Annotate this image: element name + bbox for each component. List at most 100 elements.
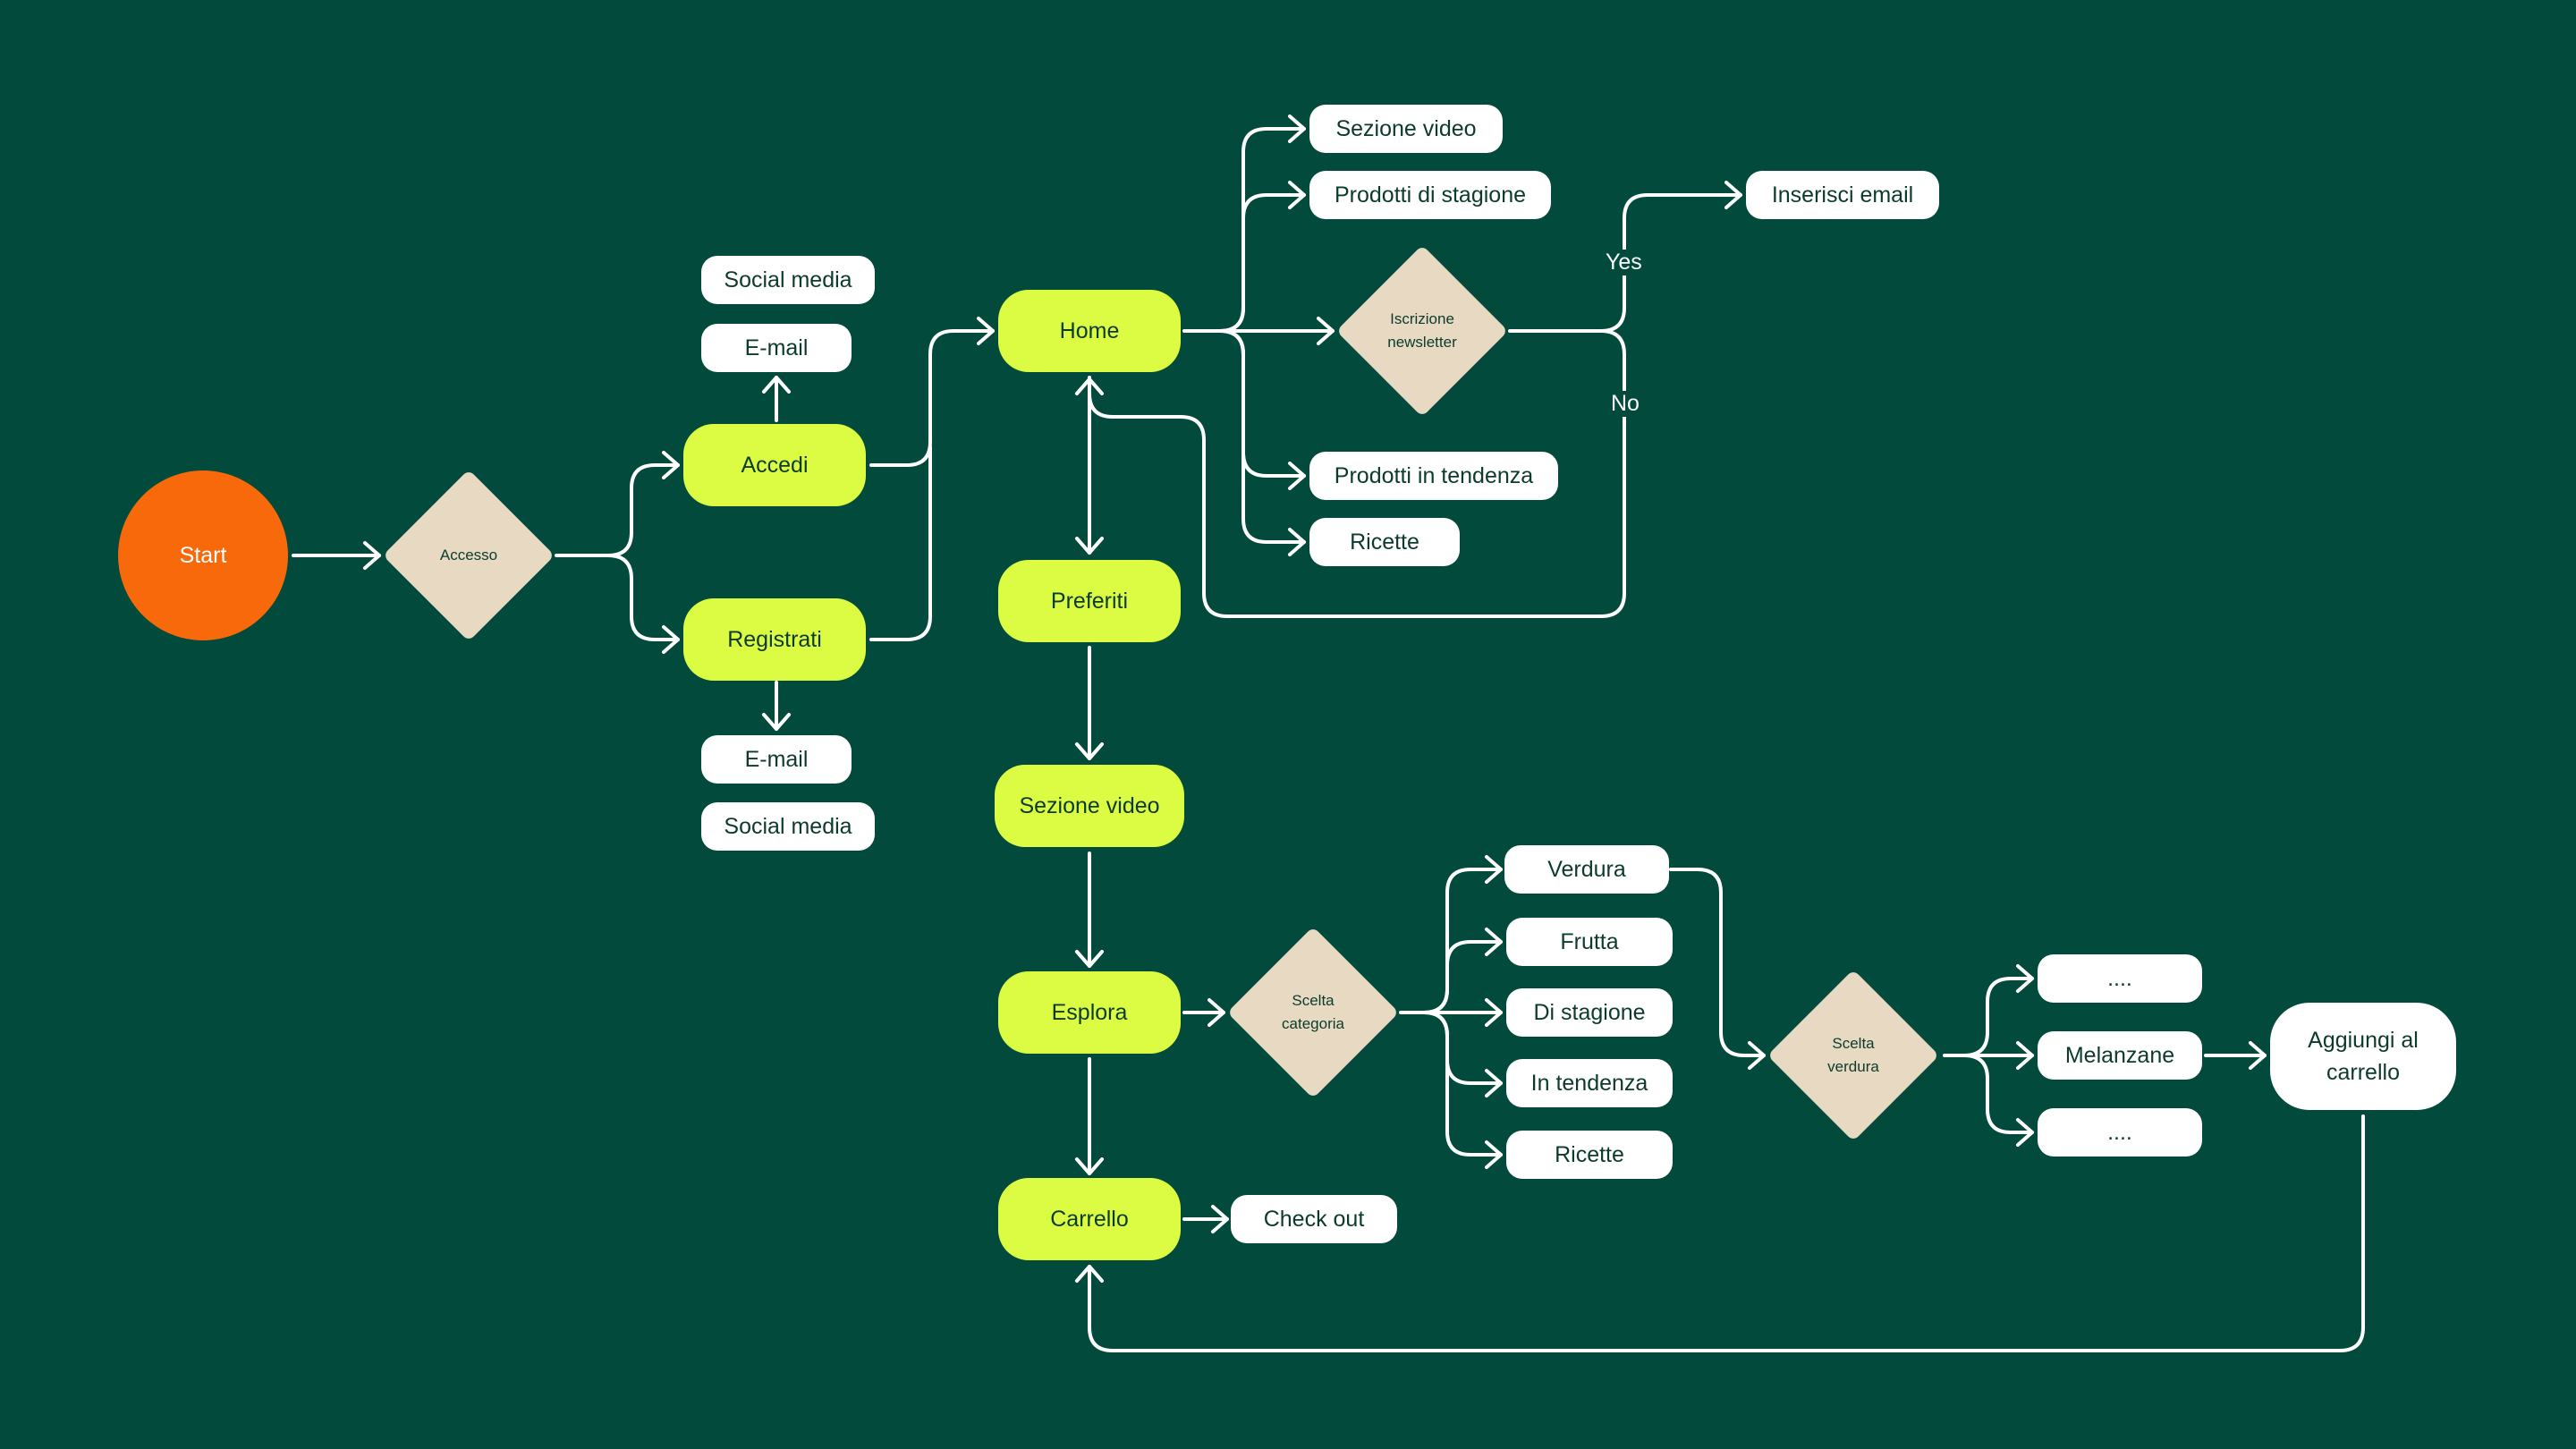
arrowhead: [1075, 537, 1104, 555]
start-label: Start: [179, 542, 227, 568]
arrowhead: [762, 376, 791, 394]
registrati-label: Registrati: [727, 626, 822, 652]
email-register-node[interactable]: E-mail: [701, 735, 852, 784]
aggiungi-label-line1: Aggiungi al: [2308, 1028, 2419, 1053]
melanzane-node[interactable]: Melanzane: [2038, 1031, 2202, 1080]
prodotti-in-tendenza-label: Prodotti in tendenza: [1334, 462, 1534, 488]
preferiti-label: Preferiti: [1050, 588, 1129, 614]
social-media-register-label: Social media: [724, 813, 852, 839]
esplora-node[interactable]: Esplora: [998, 971, 1181, 1054]
edge-accesso-registrati: [606, 554, 680, 641]
edge-newsletter-no: [1088, 329, 1626, 618]
social-media-login-label: Social media: [724, 267, 852, 292]
arrowhead: [1208, 998, 1225, 1027]
ricette-home-node[interactable]: Ricette: [1309, 518, 1460, 566]
accedi-label: Accedi: [741, 452, 809, 478]
edge-label-no: No: [1607, 391, 1643, 417]
arrowhead: [1485, 855, 1503, 884]
newsletter-decision[interactable]: Iscrizione newsletter: [1342, 304, 1503, 358]
edge-label-yes: Yes: [1602, 250, 1646, 275]
ricette-cat-node[interactable]: Ricette: [1506, 1131, 1673, 1179]
arrowhead: [1317, 317, 1335, 345]
email-register-label: E-mail: [744, 746, 809, 772]
carrello-label: Carrello: [1050, 1206, 1129, 1232]
sezione-video-main-label: Sezione video: [1019, 792, 1160, 818]
item-top-node[interactable]: ....: [2038, 954, 2202, 1003]
edge-cat-frutta: [1422, 940, 1503, 1014]
arrowhead: [1724, 181, 1742, 209]
edge-home-stagione: [1218, 193, 1306, 333]
arrowhead: [1485, 1069, 1503, 1097]
arrowhead: [1288, 181, 1306, 209]
check-out-node[interactable]: Check out: [1231, 1195, 1397, 1243]
edge-verdura-top: [1962, 977, 2034, 1057]
newsletter-label-line2: newsletter: [1387, 334, 1457, 351]
arrowhead: [1288, 462, 1306, 490]
edge-home-video: [1218, 127, 1306, 333]
di-stagione-label: Di stagione: [1533, 999, 1646, 1025]
in-tendenza-node[interactable]: In tendenza: [1506, 1059, 1673, 1107]
arrowhead: [1288, 528, 1306, 556]
arrowhead: [1485, 998, 1503, 1027]
arrowhead: [363, 541, 381, 570]
arrowhead: [662, 451, 680, 479]
home-label: Home: [1059, 318, 1120, 343]
edge-accesso-accedi: [555, 463, 680, 557]
prodotti-in-tendenza-node[interactable]: Prodotti in tendenza: [1309, 452, 1558, 500]
sezione-video-main-node[interactable]: Sezione video: [995, 765, 1184, 847]
di-stagione-node[interactable]: Di stagione: [1506, 988, 1673, 1037]
email-login-node[interactable]: E-mail: [701, 324, 852, 372]
home-node[interactable]: Home: [998, 290, 1181, 372]
edge-verdura-scelta: [1669, 868, 1766, 1057]
arrowhead: [977, 317, 995, 345]
arrowhead: [1075, 377, 1104, 395]
social-media-register-node[interactable]: Social media: [701, 802, 875, 851]
arrowhead: [1485, 928, 1503, 956]
prodotti-di-stagione-node[interactable]: Prodotti di stagione: [1309, 171, 1551, 219]
inserisci-email-label: Inserisci email: [1771, 182, 1914, 208]
accesso-decision[interactable]: Accesso: [388, 529, 549, 582]
arrowhead: [2249, 1041, 2267, 1070]
arrowhead: [1748, 1041, 1766, 1070]
arrowhead: [2016, 1041, 2034, 1070]
arrowhead: [1288, 114, 1306, 143]
scelta-categoria-decision[interactable]: Scelta categoria: [1233, 986, 1394, 1039]
edge-home-ricette: [1218, 329, 1306, 544]
arrowhead: [1075, 742, 1104, 760]
aggiungi-label-line2: carrello: [2326, 1060, 2400, 1085]
edge-verdura-bottom: [1962, 1054, 2034, 1134]
arrowhead: [1075, 950, 1104, 968]
verdura-node[interactable]: Verdura: [1504, 845, 1669, 894]
arrowhead: [1211, 1205, 1229, 1233]
carrello-node[interactable]: Carrello: [998, 1178, 1181, 1260]
arrowhead: [2016, 1118, 2034, 1147]
social-media-login-node[interactable]: Social media: [701, 256, 875, 304]
sezione-video-node[interactable]: Sezione video: [1309, 105, 1503, 153]
registrati-node[interactable]: Registrati: [683, 598, 866, 681]
scelta-categoria-label-line1: Scelta: [1292, 992, 1335, 1009]
item-bottom-label: ....: [2107, 1119, 2132, 1145]
edge-accedi-home: [869, 329, 995, 467]
edge-home-tendenza: [1218, 329, 1306, 478]
arrowhead: [2016, 964, 2034, 993]
ricette-cat-label: Ricette: [1555, 1141, 1624, 1167]
sezione-video-label: Sezione video: [1335, 115, 1477, 141]
aggiungi-al-carrello-node[interactable]: Aggiungi al carrello: [2270, 1003, 2456, 1110]
edge-cat-ricette: [1422, 1011, 1503, 1157]
arrowhead: [1075, 1265, 1104, 1283]
frutta-node[interactable]: Frutta: [1506, 918, 1673, 966]
in-tendenza-label: In tendenza: [1530, 1070, 1648, 1096]
start-node[interactable]: Start: [118, 470, 288, 640]
edge-registrati-home: [869, 445, 932, 641]
accedi-node[interactable]: Accedi: [683, 424, 866, 506]
scelta-verdura-label-line1: Scelta: [1832, 1035, 1875, 1052]
frutta-label: Frutta: [1560, 928, 1619, 954]
check-out-label: Check out: [1263, 1206, 1365, 1232]
scelta-verdura-decision[interactable]: Scelta verdura: [1773, 1029, 1934, 1082]
preferiti-node[interactable]: Preferiti: [998, 560, 1181, 642]
item-bottom-node[interactable]: ....: [2038, 1108, 2202, 1157]
inserisci-email-node[interactable]: Inserisci email: [1746, 171, 1939, 219]
newsletter-label-line1: Iscrizione: [1390, 310, 1454, 327]
verdura-label: Verdura: [1547, 856, 1626, 882]
